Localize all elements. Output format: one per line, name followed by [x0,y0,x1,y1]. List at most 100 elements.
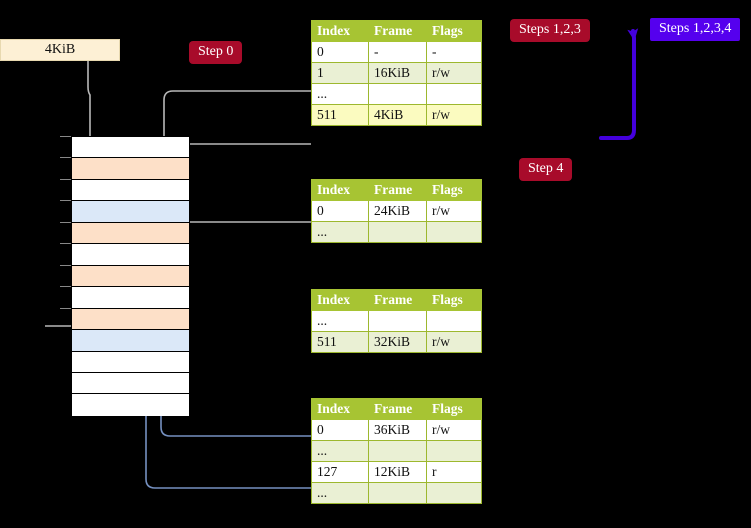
cell-index: ... [311,440,369,462]
cell-index: 0 [311,419,369,441]
cell-index: 0 [311,200,369,222]
table-row: ... [311,83,482,105]
memory-size-label: 4KiB [44,42,76,57]
memory-frame-8 [72,308,189,331]
frame-tick [60,136,72,137]
steps-bracket-arrow [599,28,639,140]
frame-tick [60,157,72,158]
cell-frame [368,482,427,504]
cell-flags: r/w [426,200,482,222]
column-header-flags: Flags [426,289,482,311]
frame-tick [60,200,72,201]
frame-tick [60,265,72,266]
frame-tick [60,286,72,287]
cell-flags: r/w [426,104,482,126]
cell-index: ... [311,310,369,332]
memory-frame-0 [72,137,189,159]
cell-index: 0 [311,41,369,63]
frame-tick [60,243,72,244]
cell-frame: 24KiB [368,200,427,222]
column-header-flags: Flags [426,398,482,420]
cell-index: 511 [311,104,369,126]
column-header-flags: Flags [426,179,482,201]
cell-flags: r [426,461,482,483]
cell-flags [426,310,482,332]
frame-tick [60,179,72,180]
cell-flags: r/w [426,331,482,353]
cell-frame [368,83,427,105]
table-row: 0-- [311,41,482,63]
memory-frame-2 [72,179,189,202]
memory-size-box: 4KiB [0,39,120,61]
memory-frame-3 [72,201,189,223]
cell-index: ... [311,83,369,105]
cell-index: 511 [311,331,369,353]
memory-frame-4 [72,222,189,245]
table-row: ... [311,310,482,332]
steps-123-badge: Steps 1,2,3 [510,19,590,42]
cell-index: 1 [311,62,369,84]
cell-frame [368,440,427,462]
table-row: ... [311,221,482,243]
memory-frame-5 [72,244,189,266]
cell-frame: 32KiB [368,331,427,353]
memory-frame-7 [72,287,189,309]
steps-1234-badge: Steps 1,2,3,4 [650,18,741,41]
cell-index: ... [311,221,369,243]
column-header-frame: Frame [368,289,427,311]
cell-frame: 36KiB [368,419,427,441]
wire-l3-row0 [177,221,311,270]
memory-frame-10 [72,351,189,373]
column-header-flags: Flags [426,20,482,42]
column-header-index: Index [311,179,369,201]
frame-tick [60,222,72,223]
cell-frame: 4KiB [368,104,427,126]
step-0-badge: Step 0 [189,41,243,64]
cell-frame [368,310,427,332]
cell-index: 127 [311,461,369,483]
frame-tick [60,308,72,309]
cell-flags: r/w [426,419,482,441]
memory-frame-9 [72,330,189,352]
column-header-frame: Frame [368,179,427,201]
wire-l4-row511 [172,143,311,158]
cell-flags: r/w [426,62,482,84]
cell-frame: 12KiB [368,461,427,483]
column-header-index: Index [311,398,369,420]
cell-frame: - [368,41,427,63]
cell-flags [426,83,482,105]
memory-frame-6 [72,265,189,288]
cell-frame [368,221,427,243]
column-header-frame: Frame [368,398,427,420]
cell-flags [426,440,482,462]
cell-frame: 16KiB [368,62,427,84]
memory-frame-11 [72,372,189,395]
memory-frame-1 [72,158,189,180]
cell-flags [426,221,482,243]
step-4-badge: Step 4 [519,158,573,181]
cell-index: ... [311,482,369,504]
table-row: ... [311,482,482,504]
memory-frame-12 [72,394,189,416]
column-header-index: Index [311,289,369,311]
column-header-index: Index [311,20,369,42]
cell-flags: - [426,41,482,63]
cell-flags [426,482,482,504]
table-row: ... [311,440,482,462]
column-header-frame: Frame [368,20,427,42]
